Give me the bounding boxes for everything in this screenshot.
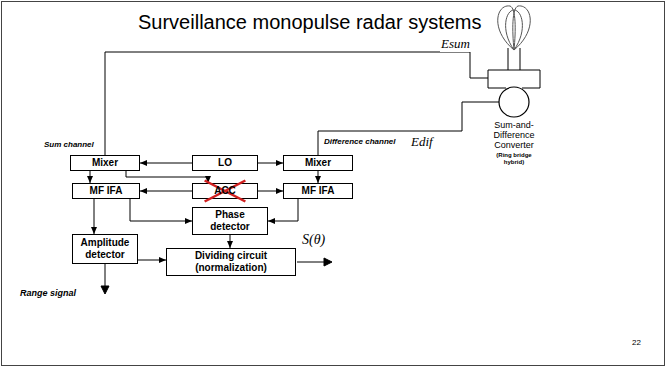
- ring-bridge-circle: [499, 87, 529, 117]
- antenna-feed: [101, 48, 520, 294]
- signal-connector: [94, 199, 95, 234]
- signal-connector: [318, 171, 319, 183]
- divider-box: Dividing circuit (normalization): [166, 248, 296, 276]
- beam-lobe: [506, 10, 523, 50]
- signal-connector: [258, 191, 283, 192]
- channel-label: Difference channel: [324, 137, 395, 146]
- ring-hybrid-symbol: [476, 66, 552, 120]
- amplifier-box: MF IFA: [283, 183, 353, 199]
- detector-box: Amplitude detector: [72, 234, 138, 264]
- mixer-box: Mixer: [283, 155, 353, 171]
- node-text: LO: [218, 157, 232, 169]
- node-text: ACC: [214, 185, 236, 197]
- beam-lobe: [513, 6, 530, 50]
- node-text: MF IFA: [302, 185, 335, 197]
- signal-connector: [230, 235, 231, 248]
- signal-connector: [258, 163, 283, 164]
- oscillator-box: LO: [192, 155, 258, 171]
- range-output-line: [105, 264, 106, 288]
- node-text: Mixer: [92, 157, 118, 169]
- node-text: MF IFA: [90, 185, 123, 197]
- signal-label: Edif: [410, 134, 434, 150]
- arrow-head: [101, 286, 109, 294]
- signal-connector: [90, 171, 91, 183]
- node-text: Phase detector: [197, 209, 263, 233]
- feed-line: [508, 48, 509, 70]
- hybrid-port: [522, 88, 540, 89]
- mixer-box: Mixer: [70, 155, 140, 171]
- feed-line: [520, 48, 521, 70]
- hybrid-converter: Sum-and-Difference Converter (Ring bridge…: [476, 66, 552, 166]
- detector-box: Phase detector: [192, 207, 268, 235]
- node-text: Dividing circuit (normalization): [171, 250, 291, 274]
- signal-connector: [138, 260, 166, 261]
- output-label: Range signal: [20, 288, 76, 298]
- channel-label: Sum channel: [44, 140, 94, 149]
- cross-stroke: [205, 181, 246, 202]
- amplifier-box: MF IFA: [72, 183, 140, 199]
- node-text: Sum-and-Difference Converter: [476, 120, 552, 150]
- hybrid-bracket: [488, 70, 540, 88]
- signal-connector: [140, 163, 192, 164]
- arrow-head: [324, 258, 332, 266]
- signal-connector: [105, 52, 476, 155]
- signal-label: Esum: [440, 36, 471, 52]
- slide-title: Surveillance monopulse radar systems: [138, 11, 482, 34]
- node-text: Amplitude detector: [77, 237, 133, 261]
- hybrid-port: [488, 88, 506, 89]
- signal-connector: [130, 199, 192, 221]
- signal-name: S(θ): [302, 232, 325, 248]
- agc-box: ACC: [192, 183, 258, 199]
- page-number: 22: [632, 338, 641, 347]
- hybrid-port: [476, 78, 488, 79]
- signal-connector: [318, 102, 476, 155]
- antenna-lobes: [498, 6, 531, 50]
- output-line: [297, 262, 326, 263]
- cross-stroke: [205, 181, 246, 202]
- node-text: Mixer: [305, 157, 331, 169]
- signal-connector: [140, 191, 192, 192]
- signal-connector: [126, 171, 208, 183]
- signal-connector: [268, 199, 298, 221]
- node-note: (Ring bridge hybrid): [476, 152, 552, 166]
- hybrid-port: [476, 102, 499, 103]
